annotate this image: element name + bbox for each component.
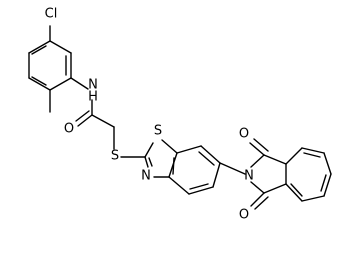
imide-oxygen-top-label: O <box>239 127 249 142</box>
bond <box>77 114 93 127</box>
bond <box>168 176 190 195</box>
chlorine-atom-label: Cl <box>45 7 58 22</box>
amide-nitrogen-label: N <box>88 78 98 93</box>
bond <box>28 77 51 91</box>
bond <box>250 154 265 168</box>
imide-nitrogen-label: N <box>244 169 254 184</box>
bond <box>91 114 115 128</box>
bond <box>31 76 47 86</box>
bond <box>176 145 202 154</box>
bond <box>254 196 269 210</box>
bond <box>323 152 332 175</box>
bond <box>285 183 303 202</box>
bond <box>253 138 269 152</box>
bond <box>320 174 327 192</box>
amide-hydrogen-label: H <box>88 90 98 105</box>
thiazole-sulfur-label: S <box>154 124 162 139</box>
bond <box>249 142 265 156</box>
bond <box>189 183 209 190</box>
bond <box>188 186 214 195</box>
bond <box>75 110 90 122</box>
atom-labels: Cl N H O S S N N O O <box>42 6 254 223</box>
bond <box>250 181 265 194</box>
bond <box>250 192 265 207</box>
thioether-sulfur-label: S <box>111 149 119 164</box>
bonds <box>28 25 332 210</box>
bond <box>219 162 246 175</box>
imide-oxygen-bottom-label: O <box>239 208 249 223</box>
bond <box>263 154 287 165</box>
bond <box>148 157 153 167</box>
bond <box>161 139 178 154</box>
bond <box>31 45 47 55</box>
bond <box>290 183 303 197</box>
bond <box>28 40 51 54</box>
bond <box>303 152 321 158</box>
bond <box>70 77 89 90</box>
bond <box>263 183 287 194</box>
bond <box>144 156 149 168</box>
thiazole-nitrogen-label: N <box>141 169 151 184</box>
bond <box>49 40 72 54</box>
bond <box>323 173 332 197</box>
bond <box>200 145 221 164</box>
bond <box>49 77 72 91</box>
bond <box>198 151 215 166</box>
bond <box>172 157 175 175</box>
bond <box>212 162 221 188</box>
amide-oxygen-label: O <box>64 122 74 137</box>
bond <box>285 147 303 165</box>
bond <box>301 147 325 154</box>
bond <box>144 142 154 158</box>
bond <box>301 195 325 202</box>
